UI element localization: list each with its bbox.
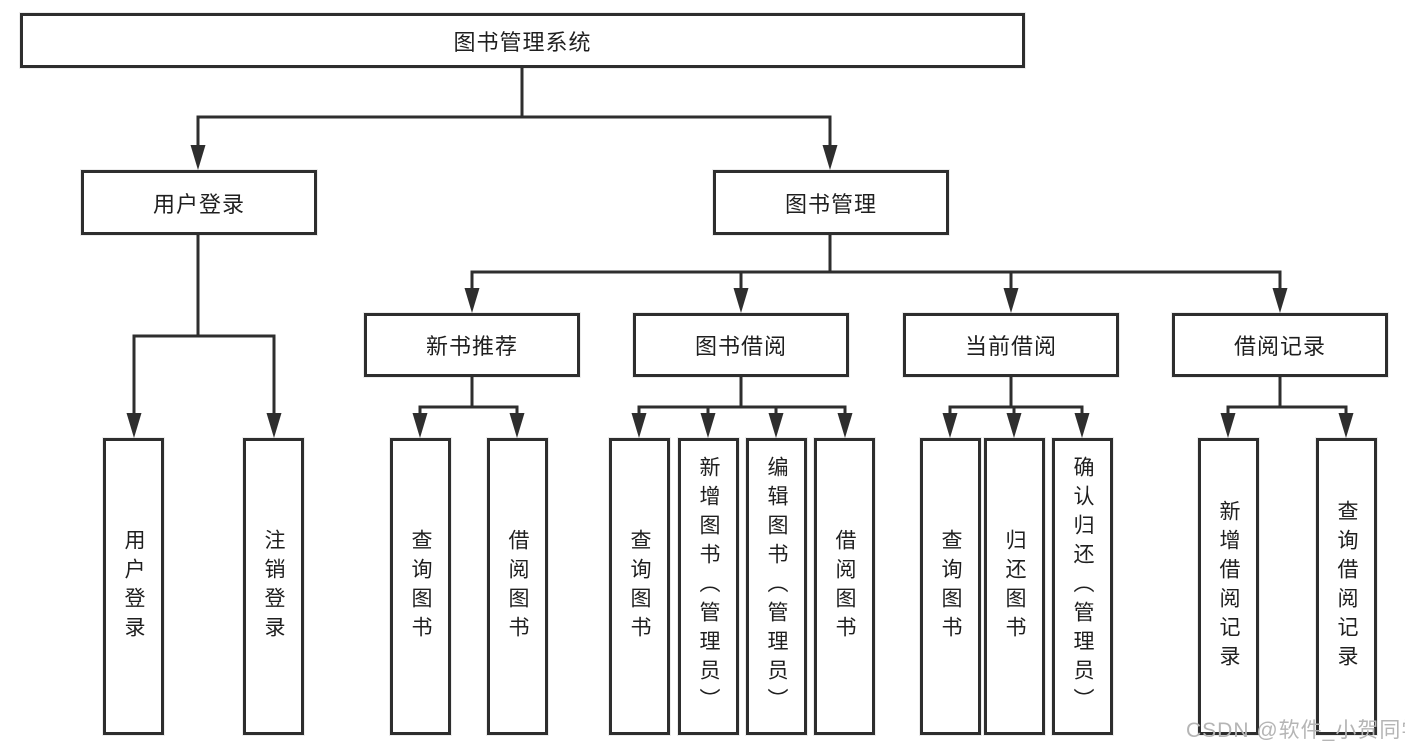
node-book-management: 图书管理 [713,170,949,235]
node-user-login: 用户登录 [81,170,317,235]
leaf-query-books-borrowing: 查询图书 [609,438,670,735]
leaf-label: 查询图书 [409,528,432,645]
leaf-query-borrow-record: 查询借阅记录 [1316,438,1377,735]
leaf-add-book-admin: 新增图书（管理员） [678,438,739,735]
node-borrowing-records: 借阅记录 [1172,313,1388,377]
leaf-label: 借阅图书 [506,528,529,645]
node-library-system: 图书管理系统 [20,13,1025,68]
leaf-add-borrow-record: 新增借阅记录 [1198,438,1259,735]
leaf-label: 编辑图书（管理员） [765,456,788,717]
leaf-confirm-return-admin: 确认归还（管理员） [1052,438,1113,735]
leaf-label: 借阅图书 [833,528,856,645]
node-current-borrowing: 当前借阅 [903,313,1119,377]
leaf-label: 查询借阅记录 [1335,499,1358,674]
leaf-label: 查询图书 [628,528,651,645]
leaf-query-books-current: 查询图书 [920,438,981,735]
leaf-label: 注销登录 [262,528,285,645]
arrowhead-icons [126,145,1354,438]
watermark-text: CSDN @软件_小贺同学 [1186,719,1405,742]
leaf-label: 用户登录 [122,528,145,645]
node-new-book-recommendation: 新书推荐 [364,313,580,377]
leaf-borrow-books-recommend: 借阅图书 [487,438,548,735]
leaf-return-books: 归还图书 [984,438,1045,735]
leaf-borrow-books-borrowing: 借阅图书 [814,438,875,735]
leaf-label: 新增图书（管理员） [697,456,720,717]
leaf-label: 查询图书 [939,528,962,645]
leaf-logout: 注销登录 [243,438,304,735]
leaf-label: 确认归还（管理员） [1071,456,1094,717]
leaf-label: 归还图书 [1003,528,1026,645]
leaf-edit-book-admin: 编辑图书（管理员） [746,438,807,735]
leaf-user-login: 用户登录 [103,438,164,735]
leaf-query-books-recommend: 查询图书 [390,438,451,735]
node-book-borrowing: 图书借阅 [633,313,849,377]
leaf-label: 新增借阅记录 [1217,499,1240,674]
